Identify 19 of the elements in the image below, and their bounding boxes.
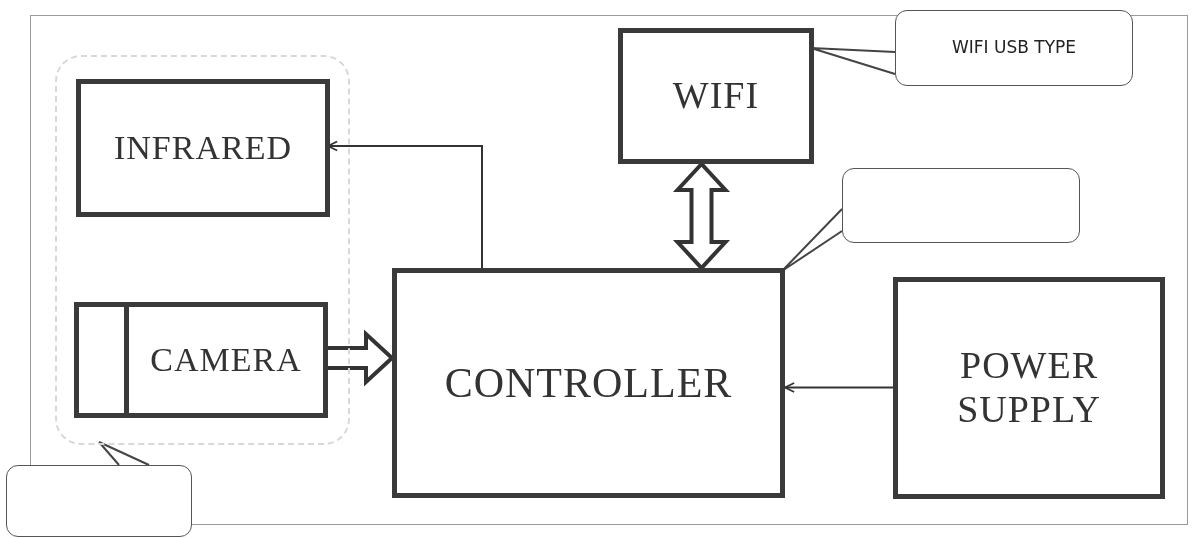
node-label: CAMERA — [149, 340, 303, 380]
dashed-group-box — [55, 55, 350, 445]
node-label: WIFI — [671, 74, 761, 118]
node-label: POWER SUPPLY — [956, 344, 1102, 432]
camera-box — [74, 302, 328, 418]
callout-pointer — [98, 441, 150, 466]
callout-bubble — [842, 168, 1080, 243]
arrow — [784, 382, 894, 393]
callout-bubble — [895, 10, 1133, 86]
block-box — [76, 79, 330, 217]
block-box — [893, 277, 1165, 499]
callout-pointer — [781, 208, 843, 272]
node-label: CONTROLLER — [443, 358, 734, 408]
node-label: INFRARED — [113, 128, 293, 168]
node-label: WIFI USB TYPE — [950, 38, 1078, 58]
block-arrow — [672, 161, 731, 271]
block-box — [618, 28, 814, 164]
block-box — [392, 268, 785, 498]
callout-bubble — [6, 465, 192, 537]
